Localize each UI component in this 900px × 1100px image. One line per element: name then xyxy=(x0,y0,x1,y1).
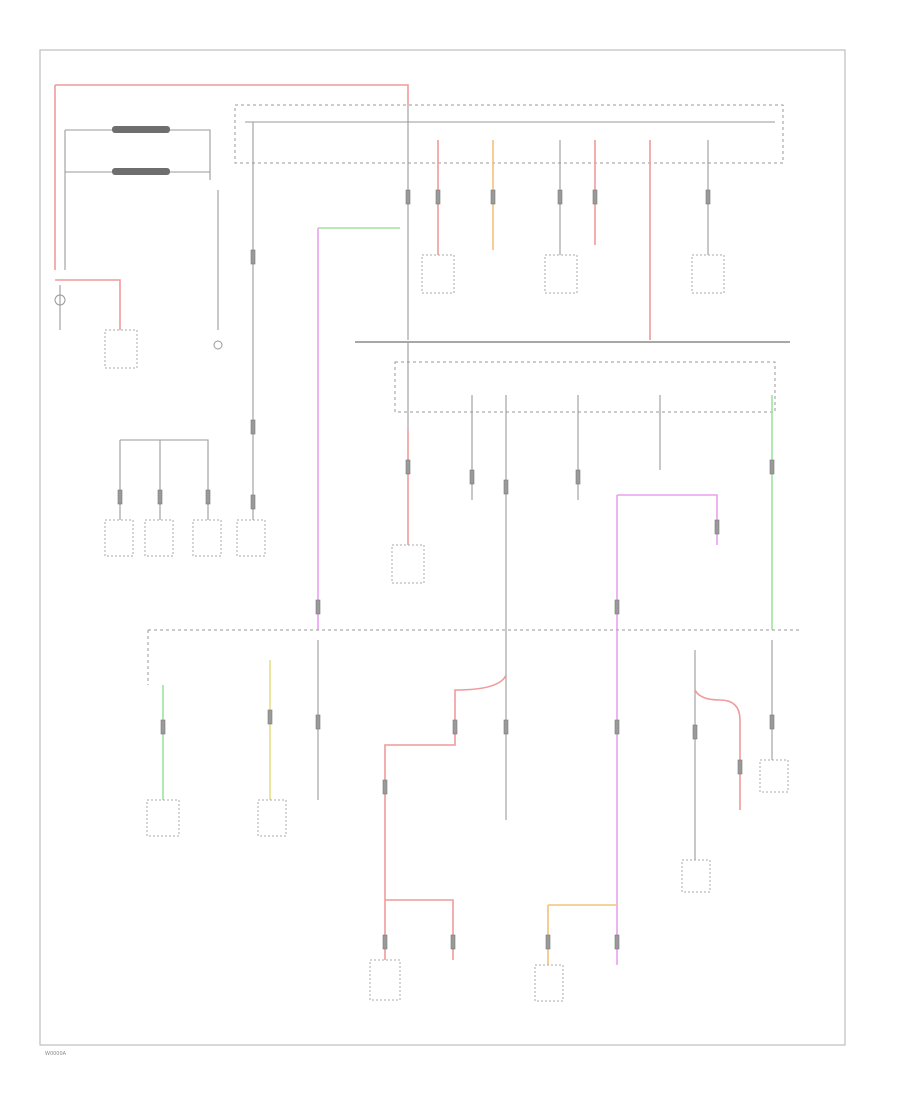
component-bottom-3 xyxy=(534,964,564,1002)
component-mid-1 xyxy=(391,544,425,584)
component-bottom-1 xyxy=(369,959,401,1001)
component-lower-1 xyxy=(146,799,180,837)
connector-marker xyxy=(205,489,211,505)
battery-feed-wire xyxy=(55,84,409,105)
component-ll-2 xyxy=(144,519,174,557)
connector-marker xyxy=(705,189,711,205)
component-top-3 xyxy=(544,254,578,294)
component-ll-3 xyxy=(192,519,222,557)
component-lower-7 xyxy=(681,859,711,893)
connector-marker xyxy=(157,489,163,505)
connector-marker xyxy=(117,489,123,505)
starter-wire xyxy=(55,279,121,330)
component-ll-4 xyxy=(236,519,266,557)
connector-marker xyxy=(450,934,456,950)
pink-mid-wire xyxy=(617,494,718,545)
connector-marker xyxy=(405,459,411,475)
connector-marker xyxy=(614,599,620,615)
generator-terminal-icon xyxy=(213,340,223,350)
lower-red-wire-2 xyxy=(694,689,741,810)
connector-marker xyxy=(267,709,273,725)
connector-marker xyxy=(315,599,321,615)
connector-marker xyxy=(614,934,620,950)
connector-marker xyxy=(382,934,388,950)
component-top-4 xyxy=(691,254,725,294)
lower-red-branch xyxy=(385,899,454,960)
component-lower-8 xyxy=(759,759,789,793)
connector-marker xyxy=(503,479,509,495)
connector-marker xyxy=(382,779,388,795)
connector-marker xyxy=(315,714,321,730)
connector-marker xyxy=(737,759,743,775)
connector-marker xyxy=(503,719,509,735)
fusible-link-a xyxy=(112,126,170,133)
connector-markers xyxy=(117,189,775,950)
connector-marker xyxy=(545,934,551,950)
diagram-code: W0000A xyxy=(45,1051,67,1057)
connector-marker xyxy=(614,719,620,735)
connector-marker xyxy=(490,189,496,205)
connector-marker xyxy=(575,469,581,485)
lower-red-wire xyxy=(384,674,507,900)
connector-marker xyxy=(250,249,256,265)
connector-marker xyxy=(452,719,458,735)
connector-marker xyxy=(592,189,598,205)
connector-marker xyxy=(160,719,166,735)
connector-marker xyxy=(405,189,411,205)
fusible-link-b xyxy=(112,168,170,175)
connector-marker xyxy=(469,469,475,485)
connector-marker xyxy=(435,189,441,205)
connector-marker xyxy=(769,459,775,475)
component-lower-2 xyxy=(257,799,287,837)
connector-marker xyxy=(250,494,256,510)
ignition-switch-box xyxy=(394,361,776,413)
connector-marker xyxy=(769,714,775,730)
lower-left-bus xyxy=(120,439,209,520)
connector-marker xyxy=(692,724,698,740)
diagram-frame xyxy=(39,49,846,1046)
starter-component xyxy=(104,329,138,369)
connector-marker xyxy=(557,189,563,205)
component-top-1 xyxy=(421,254,455,294)
fuse-box-top xyxy=(234,104,784,164)
battery-terminal-icon xyxy=(54,294,66,306)
connector-marker xyxy=(714,519,720,535)
connector-marker xyxy=(250,419,256,435)
component-ll-1 xyxy=(104,519,134,557)
